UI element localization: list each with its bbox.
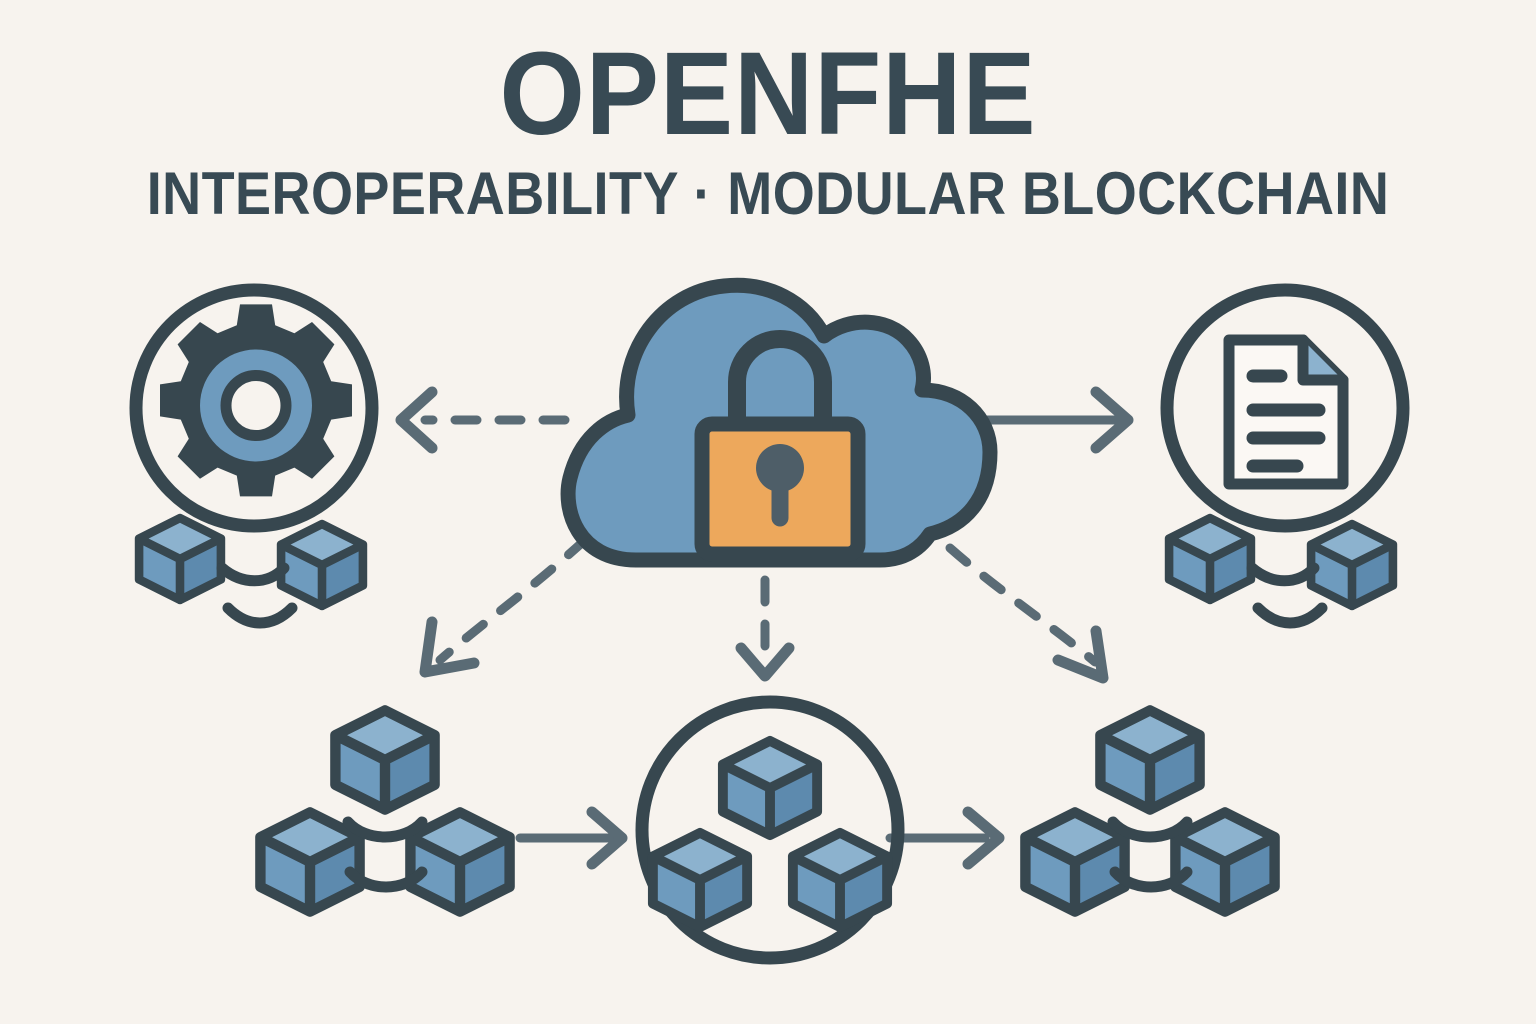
- blue-cluster-link-top: [342, 816, 428, 843]
- cloud-to-blue-triad-connector: [419, 535, 590, 678]
- orange-cluster-cube-top: [1100, 710, 1199, 809]
- gear-node-cube-left: [139, 518, 221, 600]
- orange-cube-cluster-node[interactable]: [1025, 710, 1274, 911]
- document-node-cube-link: [1246, 562, 1320, 587]
- blue-cube-cluster-node[interactable]: [260, 710, 509, 911]
- document-node-cube-right: [1311, 524, 1393, 606]
- document-node-cube-left: [1169, 518, 1251, 600]
- orange-cluster-link-top: [1107, 816, 1193, 843]
- gear-icon: [160, 304, 352, 497]
- stack-to-orange-triad-connector: [885, 806, 1005, 870]
- gear-node-ring: [129, 283, 379, 533]
- orange-cluster-cube-left: [1025, 812, 1124, 911]
- cube-stack-cube-left: [653, 833, 747, 927]
- cloud-to-document-connector: [970, 386, 1134, 454]
- orange-cluster-link-bottom: [1109, 866, 1193, 893]
- document-node-ring: [1160, 283, 1410, 533]
- gear-node-cube-link-lower: [222, 602, 298, 629]
- blue-cluster-cube-left: [260, 812, 359, 911]
- gear-blockchain-node[interactable]: [129, 283, 379, 629]
- page-subtitle: INTEROPERABILITY · MODULAR BLOCKCHAIN: [146, 160, 1390, 228]
- cube-stack-circle-node[interactable]: [635, 695, 905, 965]
- blue-cluster-cube-right: [410, 812, 509, 911]
- padlock-shackle: [728, 330, 832, 433]
- gear-node-cube-right: [281, 524, 363, 606]
- page-title: OPENFHE: [499, 28, 1037, 160]
- document-node-cube-link-lower: [1252, 602, 1328, 629]
- document-icon: [1223, 334, 1349, 490]
- document-blockchain-node[interactable]: [1160, 283, 1410, 629]
- blue-triad-to-stack-connector: [515, 806, 628, 870]
- cube-stack-cube-right: [793, 833, 887, 927]
- cloud-to-gear-connector: [395, 386, 570, 454]
- cube-stack-ring: [635, 695, 905, 965]
- padlock-icon: [694, 330, 866, 562]
- orange-cluster-cube-right: [1175, 812, 1274, 911]
- cloud-to-stack-connector: [735, 575, 795, 682]
- title-block: OPENFHE INTEROPERABILITY · MODULAR BLOCK…: [0, 0, 1536, 224]
- blue-cluster-link-bottom: [344, 866, 428, 893]
- blue-cluster-cube-top: [335, 710, 434, 809]
- encrypted-cloud-node[interactable]: [560, 277, 998, 568]
- cloud-to-orange-triad-connector: [945, 543, 1109, 684]
- cube-stack-cube-top: [723, 741, 817, 835]
- gear-node-cube-link: [216, 562, 290, 587]
